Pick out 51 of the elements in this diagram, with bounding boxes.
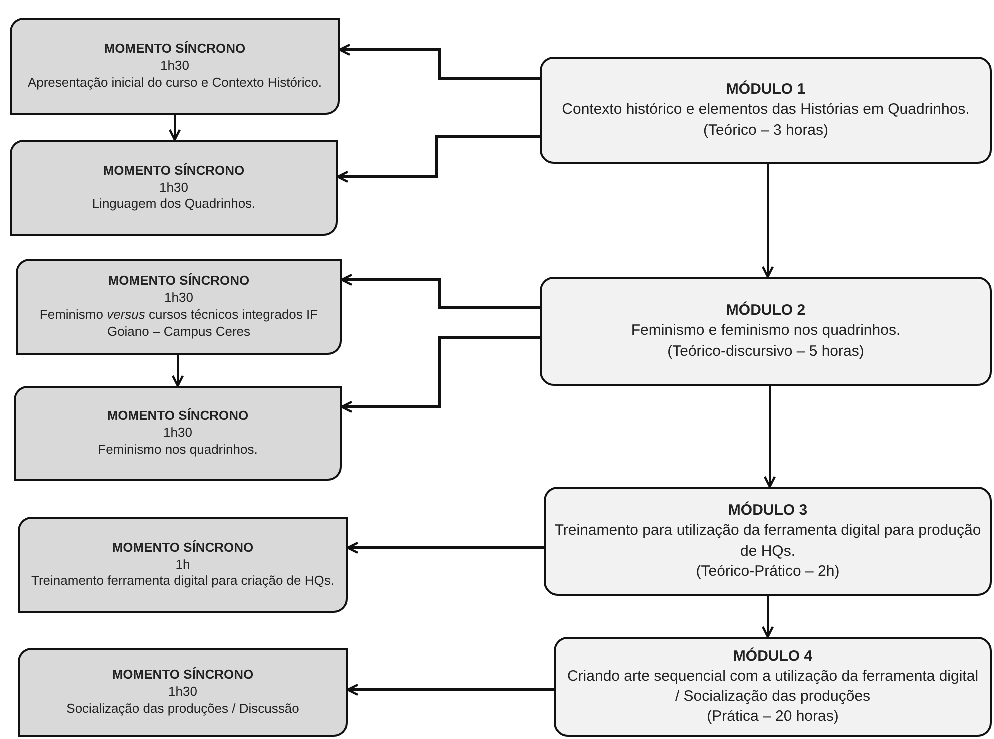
session-box <box>18 517 348 613</box>
module-box <box>544 487 992 596</box>
arrow <box>762 164 774 278</box>
workload-text: (Prática – 20 horas) <box>707 707 839 728</box>
duration-text: 1h30 <box>160 58 190 75</box>
arrow <box>764 386 776 488</box>
session-box <box>10 140 338 236</box>
arrow <box>336 136 540 184</box>
duration-text: 1h30 <box>164 290 194 307</box>
box-title: MOMENTO SÍNCRONO <box>103 162 245 180</box>
box-title: MOMENTO SÍNCRONO <box>107 408 249 426</box>
box-title: MOMENTO SÍNCRONO <box>112 540 254 557</box>
box-title: MOMENTO SÍNCRONO <box>104 41 246 58</box>
module-title: MÓDULO 4 <box>733 646 813 666</box>
arrow <box>340 274 540 310</box>
session-box <box>16 259 342 355</box>
duration-text: 1h30 <box>168 684 198 701</box>
description-text: Linguagem dos Quadrinhos. <box>92 196 256 214</box>
description-text: Feminismo nos quadrinhos. <box>98 442 258 459</box>
arrow <box>762 596 774 638</box>
arrow <box>338 44 540 80</box>
description-text: Feminismo e feminismo nos quadrinhos. <box>631 321 901 342</box>
description-text: Contexto histórico e elementos das Histórias em Quadrinhos. <box>562 100 970 120</box>
workload-text: (Teórico-Prático – 2h) <box>696 562 840 582</box>
module-title: MÓDULO 1 <box>726 80 806 100</box>
module-box <box>540 57 992 164</box>
module-box <box>554 637 992 737</box>
description-text: Treinamento ferramenta digital para criação de HQs. <box>32 573 334 590</box>
session-box <box>18 648 348 737</box>
session-box <box>10 18 340 115</box>
description-text: Treinamento para utilização da ferramenta digital para produção de HQs. <box>554 521 982 562</box>
arrow <box>172 355 184 388</box>
module-box <box>540 277 992 386</box>
description-text: Apresentação inicial do curso e Contexto Histórico. <box>28 74 322 92</box>
duration-text: 1h <box>176 556 190 574</box>
box-title: MOMENTO SÍNCRONO <box>108 273 250 290</box>
arrow <box>346 684 554 696</box>
arrow <box>340 336 540 414</box>
module-title: MÓDULO 2 <box>726 301 806 322</box>
description-text: Feminismo versus cursos técnicos integrados IF Goiano – Campus Ceres <box>38 307 320 341</box>
arrow <box>346 542 544 554</box>
module-title: MÓDULO 3 <box>728 501 808 521</box>
description-text: Socialização das produções / Discussão <box>66 700 300 718</box>
duration-text: 1h30 <box>164 425 192 442</box>
duration-text: 1h30 <box>160 180 188 196</box>
session-box <box>14 386 342 481</box>
description-text: Criando arte sequencial com a utilização da ferramenta digital / Socialização das produções <box>566 666 980 707</box>
box-title: MOMENTO SÍNCRONO <box>112 667 254 684</box>
arrow <box>168 115 182 142</box>
workload-text: (Teórico – 3 horas) <box>703 120 829 141</box>
workload-text: (Teórico-discursivo – 5 horas) <box>668 342 864 362</box>
